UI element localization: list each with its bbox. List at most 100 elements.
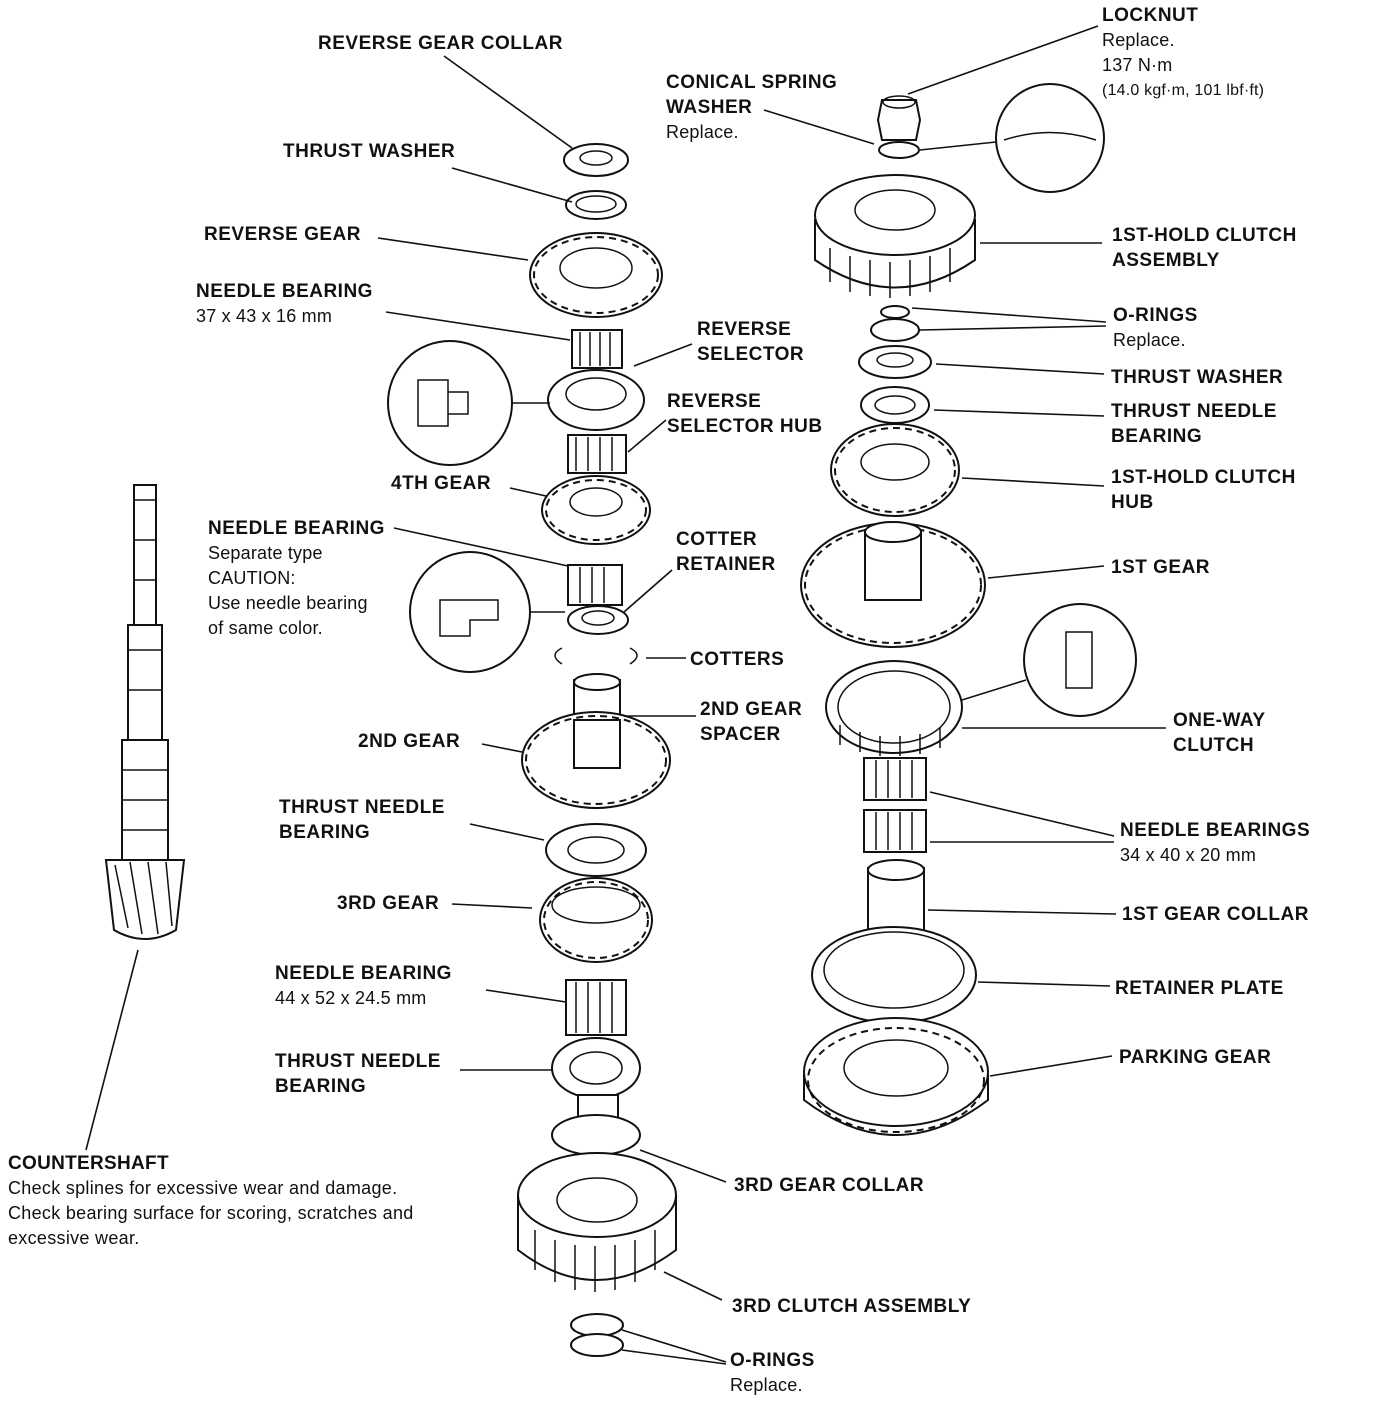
label-second-gear: 2ND GEAR bbox=[358, 731, 461, 752]
conical-spring-washer-part bbox=[878, 141, 920, 159]
needle-bearing-3-part bbox=[565, 979, 627, 1036]
needle-bearing-1-size: 37 x 43 x 16 mm bbox=[196, 306, 333, 326]
conical-spring-washer-note: Replace. bbox=[666, 122, 739, 142]
first-hold-clutch-assembly-line-2: ASSEMBLY bbox=[1112, 250, 1220, 271]
countershaft-note-1: Check splines for excessive wear and dam… bbox=[8, 1178, 398, 1198]
first-hold-clutch-assembly-line-1: 1ST-HOLD CLUTCH bbox=[1112, 225, 1297, 246]
first-hold-clutch-hub-line-1: 1ST-HOLD CLUTCH bbox=[1111, 467, 1296, 488]
o-rings-bottom-part bbox=[570, 1313, 624, 1357]
label-one-way-clutch: ONE-WAY CLUTCH bbox=[1173, 708, 1266, 758]
conical-spring-washer-line-1: CONICAL SPRING bbox=[666, 72, 838, 93]
label-locknut: LOCKNUT Replace. 137 N·m (14.0 kgf·m, 10… bbox=[1102, 3, 1264, 103]
label-cotters: COTTERS bbox=[690, 649, 785, 670]
first-hold-clutch-hub-part bbox=[830, 423, 960, 517]
label-o-rings-bottom: O-RINGS Replace. bbox=[730, 1348, 815, 1398]
label-cotter-retainer: COTTER RETAINER bbox=[676, 527, 776, 577]
countershaft-name: COUNTERSHAFT bbox=[8, 1153, 169, 1174]
thrust-needle-bearing-1-line-1: THRUST NEEDLE bbox=[279, 797, 445, 818]
second-gear-spacer-line-1: 2ND GEAR bbox=[700, 699, 803, 720]
label-thrust-needle-bearing-right: THRUST NEEDLE BEARING bbox=[1111, 399, 1277, 449]
second-gear-part bbox=[521, 711, 671, 809]
countershaft-note-2: Check bearing surface for scoring, scrat… bbox=[8, 1203, 414, 1223]
one-way-clutch-line-2: CLUTCH bbox=[1173, 735, 1255, 756]
reverse-selector-hub-part bbox=[567, 434, 627, 474]
label-retainer-plate: RETAINER PLATE bbox=[1115, 978, 1284, 999]
label-thrust-needle-bearing-1: THRUST NEEDLE BEARING bbox=[279, 795, 445, 845]
countershaft-note-3: excessive wear. bbox=[8, 1228, 140, 1248]
reverse-gear-part bbox=[529, 232, 663, 318]
third-clutch-assembly-part bbox=[517, 1152, 677, 1292]
thrust-needle-bearing-right-part bbox=[860, 386, 930, 424]
label-second-gear-spacer: 2ND GEAR SPACER bbox=[700, 697, 802, 747]
label-third-gear: 3RD GEAR bbox=[337, 893, 440, 914]
label-first-hold-clutch-assembly: 1ST-HOLD CLUTCH ASSEMBLY bbox=[1112, 223, 1297, 273]
detail-circle-conical-washer bbox=[919, 83, 1105, 193]
reverse-gear-collar-part bbox=[563, 143, 629, 177]
label-reverse-selector-hub: REVERSE SELECTOR HUB bbox=[667, 389, 823, 439]
reverse-selector-line-1: REVERSE bbox=[697, 319, 792, 340]
cotter-retainer-line-2: RETAINER bbox=[676, 554, 776, 575]
reverse-selector-part bbox=[547, 369, 645, 431]
label-reverse-selector: REVERSE SELECTOR bbox=[697, 317, 804, 367]
cotters-part bbox=[554, 647, 638, 665]
detail-circle-needle-bearing bbox=[409, 551, 565, 673]
leader-lines bbox=[85, 25, 1166, 1365]
fourth-gear-part bbox=[541, 475, 651, 545]
needle-bearings-part bbox=[863, 757, 927, 853]
label-countershaft: COUNTERSHAFT Check splines for excessive… bbox=[8, 1151, 414, 1251]
needle-bearings-name: NEEDLE BEARINGS bbox=[1120, 820, 1311, 841]
thrust-needle-bearing-right-line-1: THRUST NEEDLE bbox=[1111, 401, 1277, 422]
third-gear-part bbox=[539, 877, 653, 963]
label-thrust-needle-bearing-2: THRUST NEEDLE BEARING bbox=[275, 1049, 441, 1099]
label-thrust-washer: THRUST WASHER bbox=[283, 141, 456, 162]
label-first-gear-collar: 1ST GEAR COLLAR bbox=[1122, 904, 1309, 925]
first-hold-clutch-hub-line-2: HUB bbox=[1111, 492, 1154, 513]
locknut-note-1: Replace. bbox=[1102, 30, 1175, 50]
reverse-selector-hub-line-2: SELECTOR HUB bbox=[667, 416, 823, 437]
locknut-note-2: 137 N·m bbox=[1102, 55, 1173, 75]
locknut-name: LOCKNUT bbox=[1102, 5, 1199, 26]
label-needle-bearing-3: NEEDLE BEARING 44 x 52 x 24.5 mm bbox=[275, 961, 452, 1011]
thrust-needle-bearing-1-part bbox=[545, 823, 647, 877]
label-o-rings-top: O-RINGS Replace. bbox=[1113, 303, 1198, 353]
label-needle-bearings: NEEDLE BEARINGS 34 x 40 x 20 mm bbox=[1120, 818, 1310, 868]
thrust-needle-bearing-2-part bbox=[551, 1037, 641, 1099]
cotter-retainer-part bbox=[567, 605, 629, 635]
detail-circle-one-way-clutch bbox=[961, 603, 1137, 717]
locknut-note-3: (14.0 kgf·m, 101 lbf·ft) bbox=[1102, 82, 1265, 99]
label-needle-bearing-2: NEEDLE BEARING Separate type CAUTION: Us… bbox=[208, 516, 385, 641]
needle-bearing-1-name: NEEDLE BEARING bbox=[196, 281, 373, 302]
countershaft-part bbox=[104, 484, 186, 940]
thrust-needle-bearing-2-line-1: THRUST NEEDLE bbox=[275, 1051, 441, 1072]
needle-bearing-1-part bbox=[571, 329, 623, 369]
reverse-selector-hub-line-1: REVERSE bbox=[667, 391, 762, 412]
needle-bearing-2-name: NEEDLE BEARING bbox=[208, 518, 385, 539]
needle-bearing-2-note-2: CAUTION: bbox=[208, 568, 296, 588]
second-gear-spacer-line-2: SPACER bbox=[700, 724, 781, 745]
o-rings-top-note: Replace. bbox=[1113, 330, 1186, 350]
conical-spring-washer-line-2: WASHER bbox=[666, 97, 753, 118]
label-third-clutch-assembly: 3RD CLUTCH ASSEMBLY bbox=[732, 1296, 972, 1317]
parking-gear-part bbox=[803, 1017, 989, 1136]
thrust-washer-right-part bbox=[858, 345, 932, 379]
label-conical-spring-washer: CONICAL SPRING WASHER Replace. bbox=[666, 70, 837, 145]
needle-bearing-3-name: NEEDLE BEARING bbox=[275, 963, 452, 984]
label-first-gear: 1ST GEAR bbox=[1111, 557, 1211, 578]
retainer-plate-part bbox=[811, 926, 977, 1024]
label-fourth-gear: 4TH GEAR bbox=[391, 473, 492, 494]
needle-bearing-2-note-4: of same color. bbox=[208, 618, 323, 638]
one-way-clutch-line-1: ONE-WAY bbox=[1173, 710, 1266, 731]
needle-bearing-3-size: 44 x 52 x 24.5 mm bbox=[275, 988, 427, 1008]
o-rings-bottom-name: O-RINGS bbox=[730, 1350, 815, 1371]
locknut-part bbox=[876, 95, 922, 141]
label-first-hold-clutch-hub: 1ST-HOLD CLUTCH HUB bbox=[1111, 465, 1296, 515]
label-reverse-gear-collar: REVERSE GEAR COLLAR bbox=[318, 33, 563, 54]
thrust-washer-part bbox=[565, 190, 627, 220]
o-rings-top-name: O-RINGS bbox=[1113, 305, 1198, 326]
first-gear-part bbox=[800, 521, 986, 648]
label-thrust-washer-right: THRUST WASHER bbox=[1111, 367, 1284, 388]
thrust-needle-bearing-2-line-2: BEARING bbox=[275, 1076, 367, 1097]
first-hold-clutch-assembly-part bbox=[814, 174, 976, 298]
